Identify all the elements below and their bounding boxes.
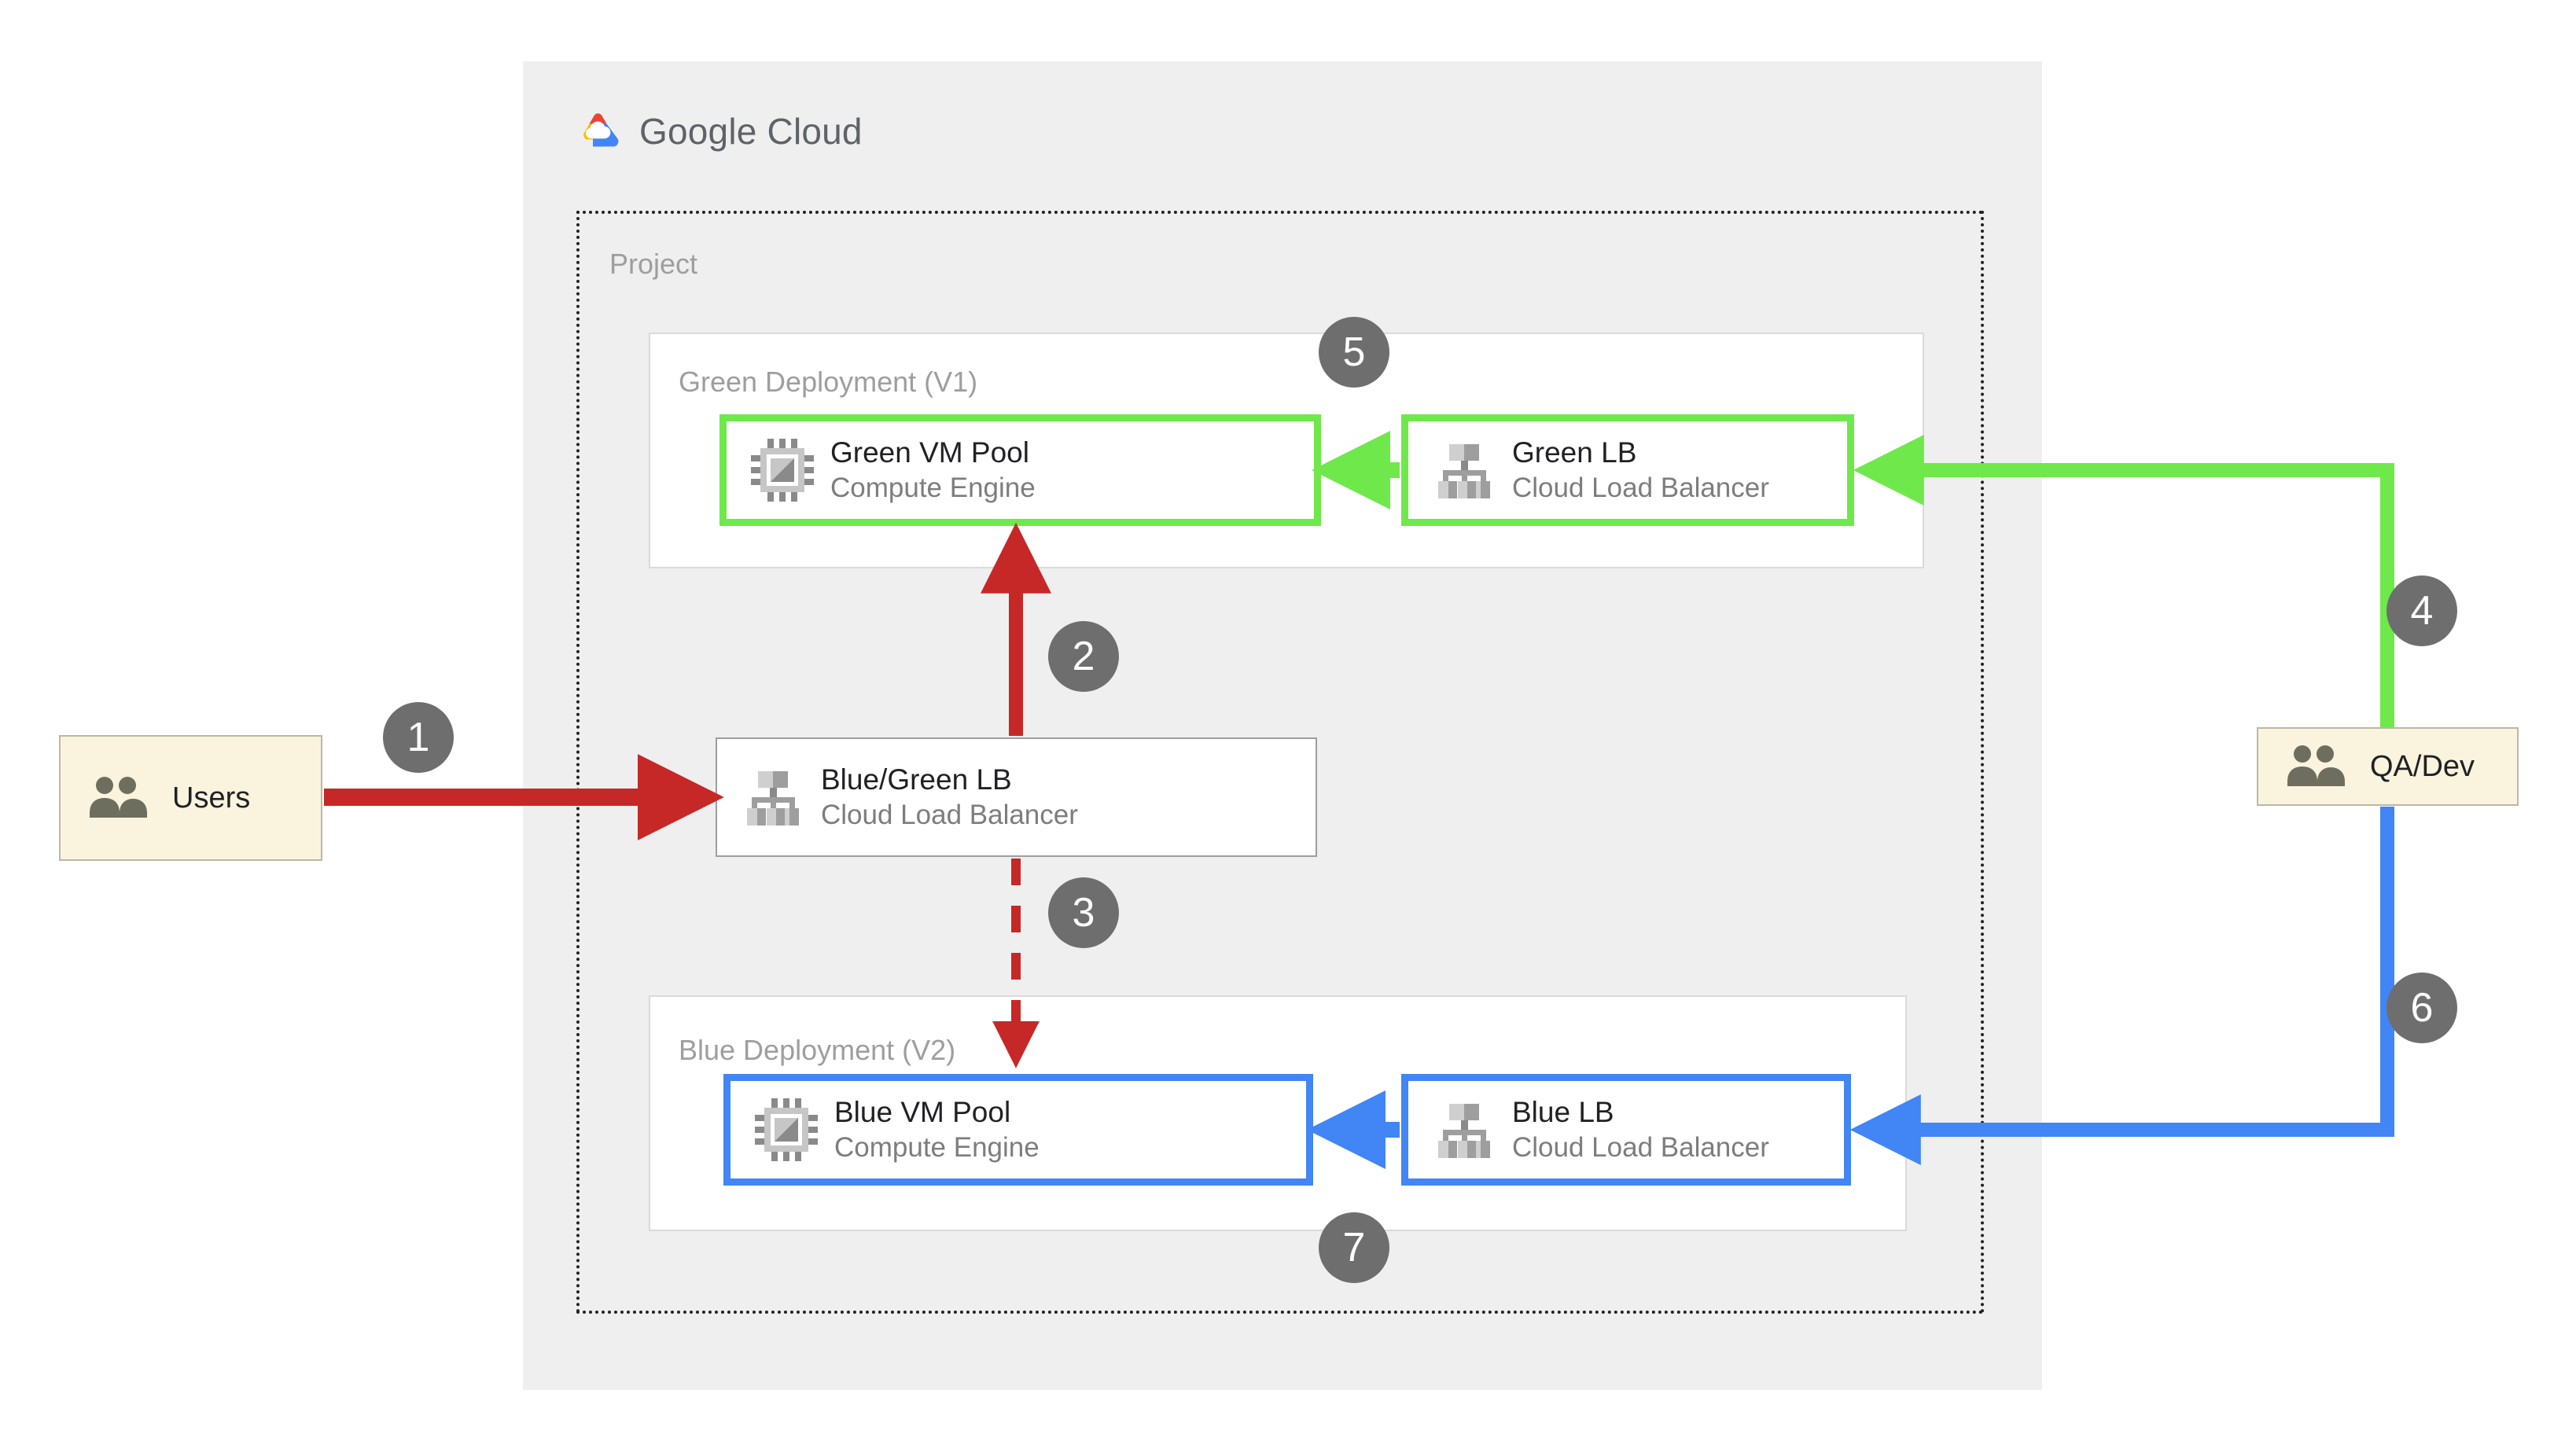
step-badge-2: 2 (1048, 621, 1119, 692)
step-badge-5: 5 (1319, 317, 1389, 388)
step-badge-3: 3 (1048, 877, 1119, 948)
group-blue-deployment-label: Blue Deployment (V2) (679, 1034, 956, 1066)
google-cloud-logo-icon (578, 112, 624, 152)
node-green-vm-pool[interactable]: Green VM Pool Compute Engine (719, 414, 1321, 526)
node-green-vm-pool-subtitle: Compute Engine (830, 472, 1036, 504)
node-blue-lb[interactable]: Blue LB Cloud Load Balancer (1401, 1074, 1851, 1186)
compute-engine-icon (754, 1098, 819, 1162)
step-badge-4: 4 (2386, 575, 2457, 646)
node-blue-vm-pool[interactable]: Blue VM Pool Compute Engine (723, 1074, 1313, 1186)
node-green-lb[interactable]: Green LB Cloud Load Balancer (1401, 414, 1854, 526)
node-blue-lb-title: Blue LB (1512, 1096, 1614, 1128)
people-icon (2287, 744, 2348, 789)
node-blue-green-lb-title: Blue/Green LB (821, 763, 1012, 796)
node-users[interactable]: Users (59, 735, 322, 861)
google-cloud-wordmark: Google Cloud (639, 111, 863, 152)
project-label: Project (609, 248, 698, 280)
node-blue-green-lb-subtitle: Cloud Load Balancer (821, 800, 1078, 831)
load-balancer-icon (741, 765, 805, 829)
node-users-label: Users (172, 781, 251, 814)
node-qa-dev[interactable]: QA/Dev (2257, 727, 2519, 806)
project-boundary (576, 211, 1984, 1314)
node-blue-vm-pool-subtitle: Compute Engine (834, 1132, 1040, 1164)
node-green-lb-title: Green LB (1512, 436, 1637, 469)
node-green-vm-pool-title: Green VM Pool (830, 436, 1029, 469)
node-blue-vm-pool-title: Blue VM Pool (834, 1096, 1011, 1128)
node-qa-dev-label: QA/Dev (2370, 749, 2475, 783)
google-cloud-branding: Google Cloud (578, 110, 863, 153)
node-blue-green-lb[interactable]: Blue/Green LB Cloud Load Balancer (716, 737, 1317, 857)
load-balancer-icon (1432, 1098, 1496, 1162)
group-green-deployment-label: Green Deployment (V1) (679, 366, 978, 398)
node-blue-lb-subtitle: Cloud Load Balancer (1512, 1132, 1769, 1164)
node-green-lb-subtitle: Cloud Load Balancer (1512, 472, 1769, 504)
load-balancer-icon (1432, 438, 1496, 502)
step-badge-1: 1 (383, 702, 454, 773)
step-badge-7: 7 (1319, 1212, 1389, 1283)
compute-engine-icon (750, 438, 815, 502)
people-icon (89, 775, 150, 821)
step-badge-6: 6 (2386, 973, 2457, 1043)
